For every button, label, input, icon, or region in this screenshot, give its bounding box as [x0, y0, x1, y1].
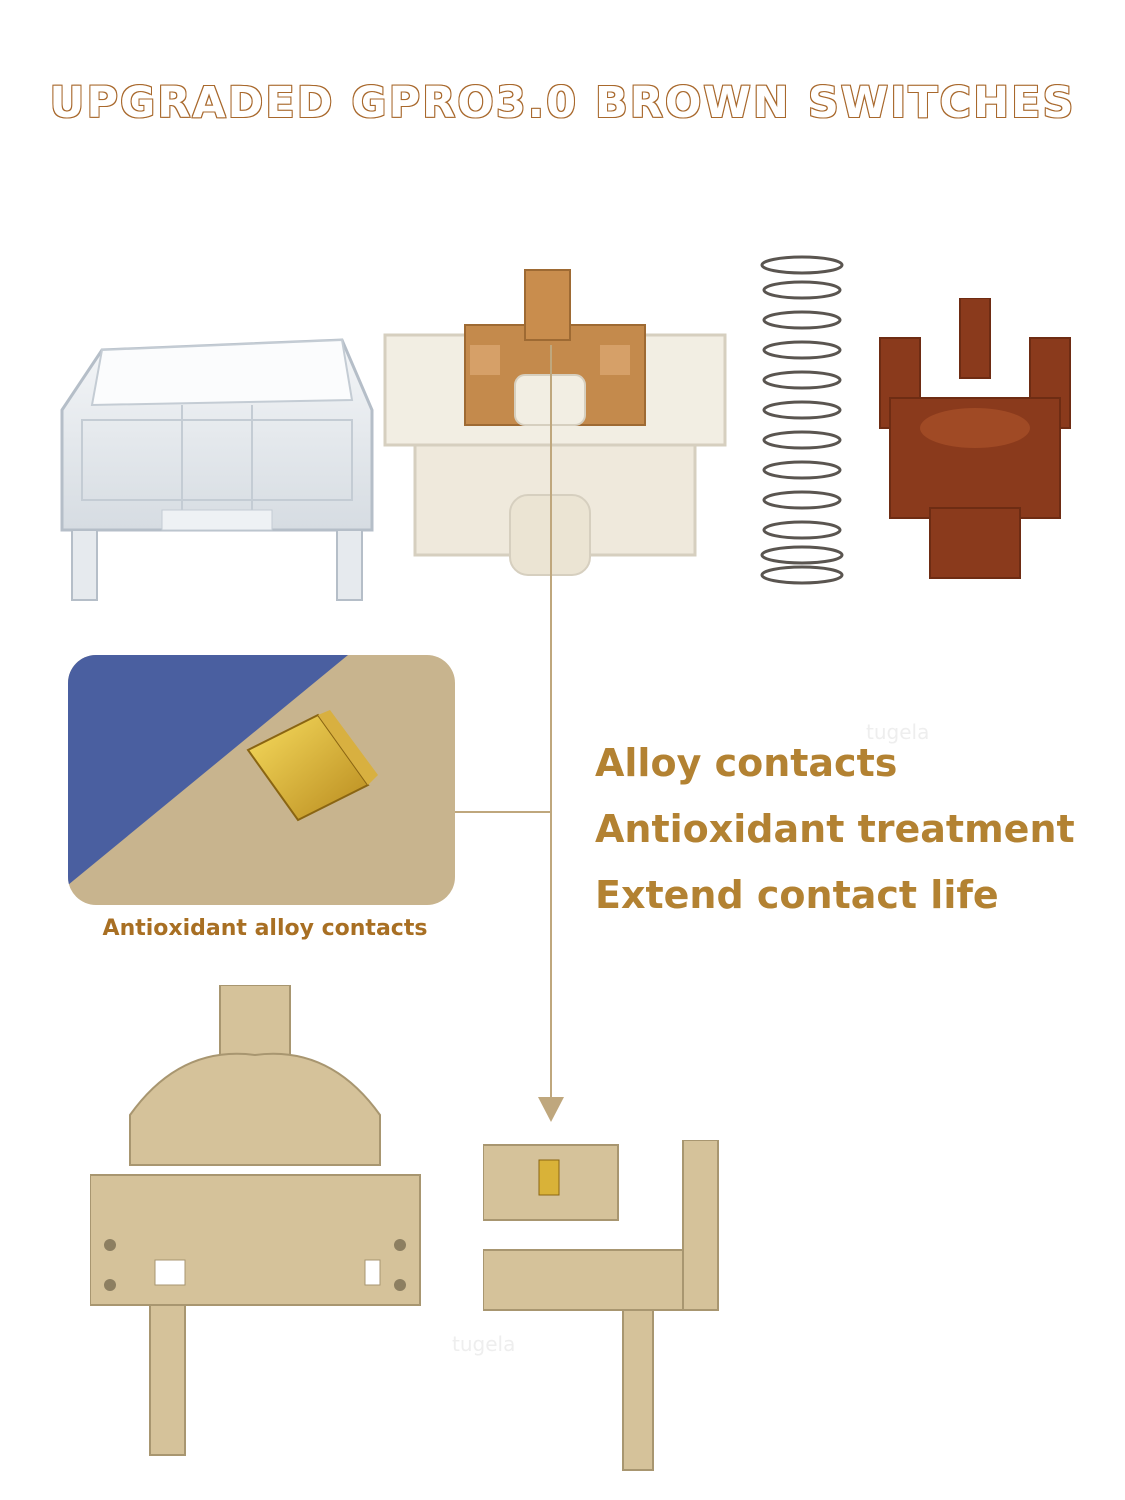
contact-plate-image	[90, 985, 430, 1465]
spring-image	[752, 250, 852, 590]
watermark: tugela	[866, 720, 930, 744]
page-title: UPGRADED GPRO3.0 BROWN SWITCHES	[49, 77, 1076, 129]
feature-item: Extend contact life	[595, 873, 999, 917]
stem-image	[870, 298, 1080, 588]
top-housing-image	[42, 330, 392, 610]
contact-closeup-image	[68, 655, 455, 905]
bottom-housing-image	[365, 265, 745, 585]
watermark: tugela	[452, 1332, 516, 1356]
feature-item: Alloy contacts	[595, 741, 898, 785]
feature-item: Antioxidant treatment	[595, 807, 1075, 851]
inset-caption: Antioxidant alloy contacts	[102, 916, 428, 941]
feature-list: Alloy contacts Antioxidant treatment Ext…	[595, 730, 1105, 928]
small-contact-image	[483, 1140, 733, 1480]
